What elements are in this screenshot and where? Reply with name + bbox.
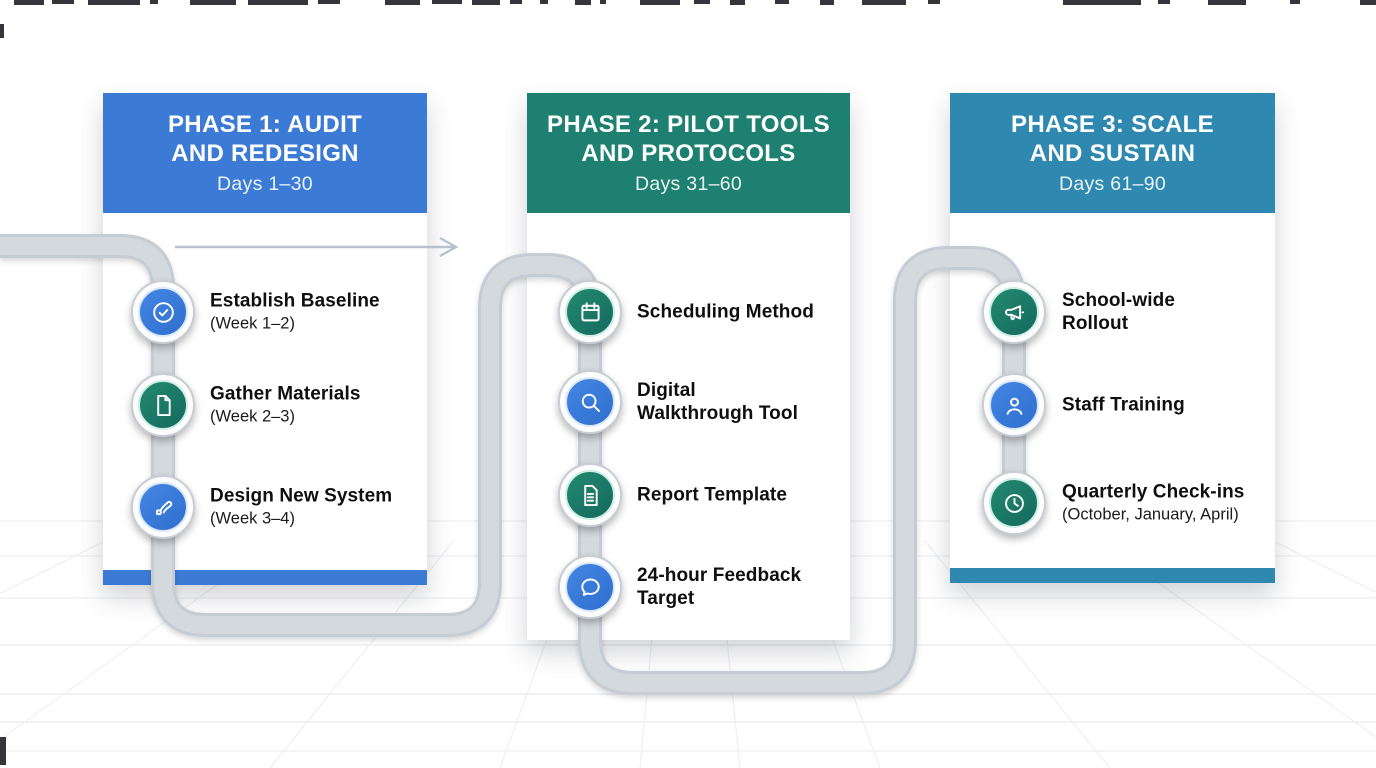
clock-icon — [1004, 493, 1024, 513]
item-title: Quarterly Check-ins — [1062, 481, 1245, 503]
calendar-icon — [580, 301, 600, 321]
phase-3-header: PHASE 3: SCALE AND SUSTAIN Days 61–90 — [950, 93, 1275, 213]
phase-3-footer-stripe — [950, 568, 1275, 583]
phase-1-days: Days 1–30 — [217, 173, 313, 195]
node-circle — [138, 482, 188, 532]
node-design-new-system — [131, 475, 195, 539]
node-circle — [989, 287, 1039, 337]
report-document-icon — [583, 484, 598, 506]
megaphone-icon — [1004, 304, 1024, 320]
phase-1-title: PHASE 1: AUDIT AND REDESIGN — [168, 111, 362, 167]
phase-3-title: PHASE 3: SCALE AND SUSTAIN — [1011, 111, 1214, 167]
phase-3-item-2-text: Staff Training — [1062, 394, 1185, 417]
node-quarterly-check-ins — [982, 471, 1046, 535]
node-circle — [565, 562, 615, 612]
phase-1-header: PHASE 1: AUDIT AND REDESIGN Days 1–30 — [103, 93, 427, 213]
phase-2-header: PHASE 2: PILOT TOOLS AND PROTOCOLS Days … — [527, 93, 850, 213]
node-circle — [138, 380, 188, 430]
phase-3-item-3-text: Quarterly Check-ins (October, January, A… — [1062, 481, 1244, 526]
node-circle — [989, 478, 1039, 528]
pen-icon — [155, 500, 172, 515]
phase-3-days: Days 61–90 — [1058, 173, 1167, 195]
node-gather-materials — [131, 373, 195, 437]
node-school-wide-rollout — [982, 280, 1046, 344]
check-circle-icon — [152, 301, 174, 323]
node-feedback-target — [558, 555, 622, 619]
node-circle — [565, 377, 615, 427]
node-establish-baseline — [131, 280, 195, 344]
node-staff-training — [982, 373, 1046, 437]
chat-bubble-icon — [580, 578, 600, 596]
item-title: Staff Training — [1062, 394, 1185, 416]
item-title: School-wide Rollout — [1062, 290, 1175, 334]
node-report-template — [558, 463, 622, 527]
document-icon — [156, 394, 171, 416]
node-scheduling-method — [558, 280, 622, 344]
node-digital-walkthrough-tool — [558, 370, 622, 434]
node-circle — [565, 287, 615, 337]
phase-2-title: PHASE 2: PILOT TOOLS AND PROTOCOLS — [547, 111, 830, 167]
person-icon — [1006, 397, 1022, 415]
item-subtitle: (October, January, April) — [1062, 505, 1239, 524]
node-circle — [138, 287, 188, 337]
node-circle — [989, 380, 1039, 430]
node-circle — [565, 470, 615, 520]
phase-2-days: Days 31–60 — [634, 173, 743, 195]
search-icon — [581, 393, 600, 412]
phase-3-item-1-text: School-wide Rollout — [1062, 289, 1175, 335]
